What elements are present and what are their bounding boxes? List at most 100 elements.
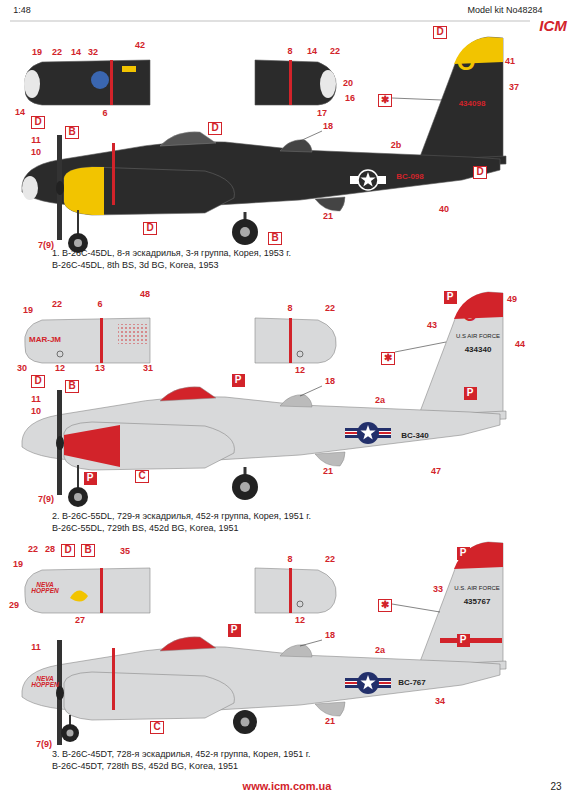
- callout-number: 34: [434, 697, 446, 707]
- aircraft-marking: MAR-JM: [29, 336, 61, 345]
- callout-number: 22: [51, 300, 63, 310]
- paint-code: D: [34, 117, 41, 127]
- paint-code-box: P: [457, 634, 470, 647]
- aircraft-marking: 435767: [464, 598, 491, 607]
- aircraft-art: [24, 60, 336, 105]
- paint-code-box: D: [433, 26, 447, 39]
- callout-number: 22: [329, 47, 341, 57]
- aircraft-art: [289, 318, 292, 363]
- callout-number: 14: [306, 47, 318, 57]
- aircraft-art: [22, 176, 38, 200]
- aircraft-art: [454, 542, 503, 569]
- aircraft-marking: 434340: [465, 346, 492, 355]
- aircraft-art: [70, 590, 88, 601]
- callout-number: 17: [316, 109, 328, 119]
- paint-code-box: P: [457, 547, 470, 560]
- aircraft-art: [240, 227, 250, 237]
- aircraft-art: [240, 482, 250, 492]
- aircraft-art: [289, 60, 292, 105]
- callout-number: 11: [30, 643, 42, 653]
- callout-number: 42: [134, 41, 146, 51]
- aircraft-art: [280, 645, 312, 657]
- aircraft-art: [233, 710, 257, 734]
- callout-number: 43: [426, 321, 438, 331]
- callout-number: 11: [30, 136, 42, 146]
- callout-number: 11: [30, 395, 42, 405]
- aircraft-art: [100, 568, 103, 613]
- paint-code: P: [447, 292, 454, 302]
- aircraft-art: [67, 730, 74, 737]
- aircraft-art: [25, 568, 337, 613]
- callout-number: 47: [430, 467, 442, 477]
- aircraft-art: [360, 172, 375, 187]
- callout-number: 49: [506, 295, 518, 305]
- callout-number: 2a: [374, 646, 386, 656]
- callout-number: 40: [438, 205, 450, 215]
- paint-code: P: [467, 388, 474, 398]
- callout-number: 8: [286, 47, 293, 57]
- aircraft-art: [454, 292, 503, 319]
- callout-number: 21: [324, 717, 336, 727]
- aircraft-art: [297, 351, 303, 357]
- caption-text: 2. B-26C-55DL, 729-я эскадрилья, 452-я г…: [52, 512, 311, 522]
- paint-code: B: [68, 381, 75, 391]
- aircraft-art: [357, 422, 379, 444]
- callout-number: 7(9): [37, 495, 55, 505]
- aircraft-art: [418, 542, 503, 667]
- aircraft-art: [74, 239, 82, 247]
- callout-number: 18: [322, 122, 334, 132]
- callout-number: 41: [504, 57, 516, 67]
- aircraft-art: [392, 98, 442, 100]
- aircraft-art: [22, 542, 506, 745]
- callout-number: 8: [286, 555, 293, 565]
- paint-code-box: C: [135, 470, 149, 483]
- header-text: 1:48: [13, 6, 31, 16]
- aircraft-art: [360, 425, 375, 440]
- aircraft-art: [56, 686, 64, 700]
- header-text: Model kit No48284: [467, 6, 542, 16]
- callout-number: 30: [16, 364, 28, 374]
- paint-code-box: D: [473, 166, 487, 179]
- aircraft-art: [232, 474, 258, 500]
- paint-code: ✱: [381, 95, 389, 105]
- callout-number: 19: [22, 306, 34, 316]
- aircraft-art: [25, 60, 150, 105]
- callout-number: 8: [286, 304, 293, 314]
- aircraft-art: [24, 70, 40, 98]
- aircraft-marking: O: [463, 306, 477, 326]
- aircraft-art: [440, 638, 502, 643]
- aircraft-art: [56, 436, 64, 450]
- paint-code: D: [146, 223, 153, 233]
- aircraft-art: [320, 70, 336, 98]
- aircraft-art: [25, 318, 150, 363]
- caption-text: B-26C-45DL, 8th BS, 3d BG, Korea, 1953: [52, 261, 219, 271]
- aircraft-art: [360, 675, 375, 690]
- aircraft-art: [74, 493, 82, 501]
- callout-number: 7(9): [35, 740, 53, 750]
- aircraft-art: [358, 170, 378, 190]
- aircraft-art: [297, 601, 303, 607]
- aircraft-art: [300, 640, 322, 646]
- caption-text: B-26C-45DT, 728th BS, 452d BG, Korea, 19…: [52, 762, 238, 772]
- paint-code: P: [460, 635, 467, 645]
- callout-number: 22: [51, 48, 63, 58]
- callout-number: 27: [74, 616, 86, 626]
- callout-number: 44: [514, 340, 526, 350]
- paint-code-box: D: [208, 122, 222, 135]
- paint-code: C: [153, 722, 160, 732]
- caption-text: B-26C-55DL, 729th BS, 452d BG, Korea, 19…: [52, 524, 239, 534]
- aircraft-art: [64, 167, 234, 215]
- aircraft-art: [110, 60, 113, 105]
- aircraft-art: [64, 672, 234, 720]
- caption-text: 3. B-26C-45DT, 728-я эскадрилья, 452-я г…: [52, 750, 310, 760]
- aircraft-marking: MAR-JM: [84, 436, 116, 445]
- paint-code-box: P: [228, 624, 241, 637]
- aircraft-art: [289, 568, 292, 613]
- aircraft-art: [300, 386, 322, 396]
- paint-code-box: B: [81, 544, 95, 557]
- paint-code: B: [84, 545, 91, 555]
- callout-number: 28: [44, 545, 56, 555]
- aircraft-art: [68, 487, 88, 507]
